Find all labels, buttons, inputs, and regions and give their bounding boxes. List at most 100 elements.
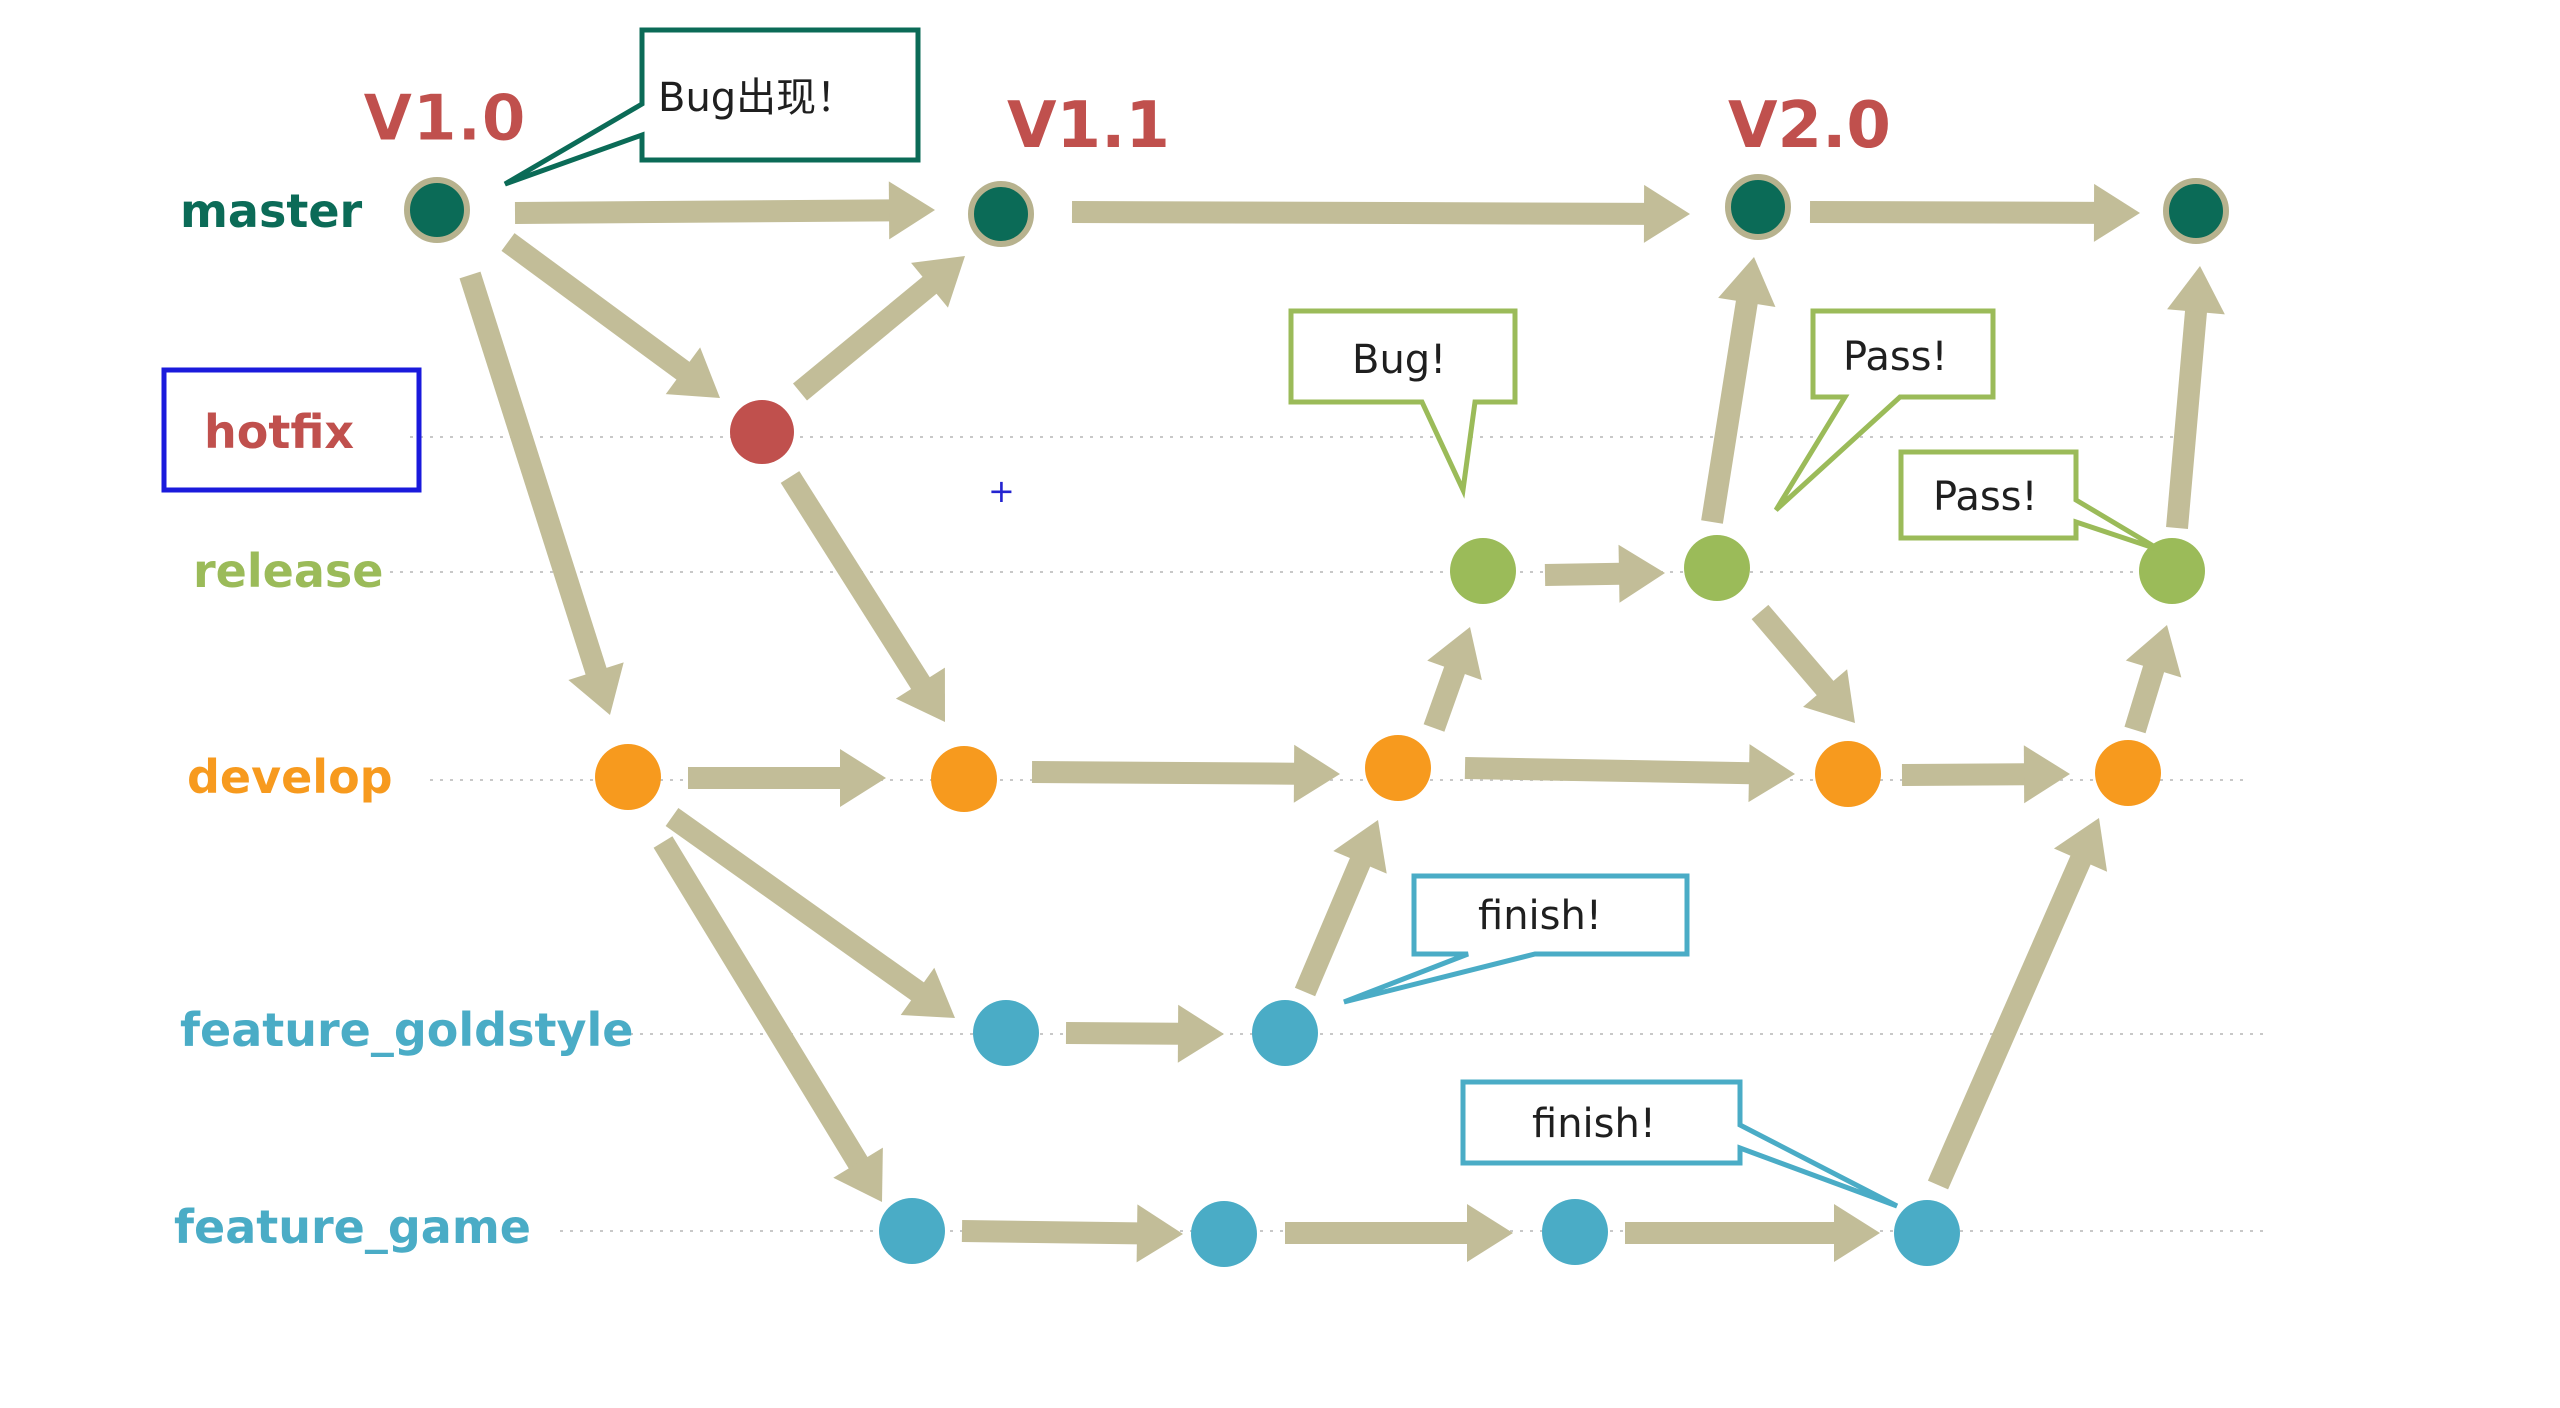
commit-arrows: [459, 181, 2225, 1263]
flow-arrow-head: [895, 667, 945, 722]
commit-nodes: [404, 174, 2229, 1267]
flow-arrow-shaft: [1809, 201, 2097, 224]
version-labels: V1.0 V1.1 V2.0: [363, 82, 1891, 164]
flow-arrow-head: [1643, 184, 1690, 243]
flow-arrow-shaft: [780, 471, 931, 691]
flow-arrow-shaft: [2166, 308, 2208, 529]
branch-label-release: release: [193, 544, 383, 598]
flow-arrow-head: [1834, 1204, 1880, 1262]
flow-arrow-shaft: [1544, 562, 1622, 586]
develop-commit-node: [595, 744, 661, 810]
callout-release-pass-1-text: Pass!: [1843, 334, 1948, 380]
flow-arrow-head: [840, 749, 886, 807]
flow-arrow-shaft: [665, 808, 926, 1002]
flow-arrow-head: [911, 256, 965, 308]
feature-game-commit-node: [1894, 1200, 1960, 1266]
release-commit-node: [2139, 538, 2205, 604]
master-commit-node: [968, 181, 1034, 247]
flow-arrow-head: [665, 347, 720, 398]
version-label-v2-0: V2.0: [1728, 89, 1891, 163]
version-label-v1-0: V1.0: [363, 82, 526, 156]
callout-goldstyle-finish-text: finish!: [1478, 893, 1602, 939]
feature-game-commit-node: [879, 1198, 945, 1264]
callout-game-finish: finish!: [1460, 1079, 1899, 1209]
branch-label-develop: develop: [187, 750, 393, 804]
callout-game-finish-bubble: [1460, 1079, 1899, 1209]
hotfix-label-box: [161, 367, 422, 493]
develop-commit-node: [1815, 741, 1881, 807]
flow-arrow-shaft: [1294, 856, 1371, 997]
flow-arrow-shaft: [793, 275, 939, 401]
flow-arrow-head: [888, 181, 935, 240]
flow-arrow-shaft: [2124, 663, 2165, 734]
develop-commit-node: [1365, 735, 1431, 801]
callout-bug-appears-bubble: [503, 27, 921, 187]
master-commit-node: [2163, 178, 2229, 244]
callout-game-finish-text: finish!: [1532, 1101, 1656, 1147]
branch-label-master: master: [180, 184, 363, 238]
flow-arrow-shaft: [1065, 1022, 1181, 1045]
flow-arrow-shaft: [1751, 604, 1835, 697]
callout-release-pass-1-bubble: [1773, 308, 1996, 512]
flow-arrow-head: [568, 662, 624, 715]
flow-arrow-head: [1136, 1204, 1183, 1263]
flow-arrow-head: [1803, 669, 1855, 723]
flow-arrow-head: [2023, 745, 2070, 804]
flow-arrow-shaft: [459, 271, 608, 677]
flow-arrow-shaft: [961, 1220, 1140, 1245]
callout-goldstyle-finish-bubble: [1343, 873, 1690, 1005]
feature-goldstyle-commit-node: [973, 1000, 1039, 1066]
callout-release-pass-2: Pass!: [1898, 449, 2162, 553]
flow-arrow-head: [1177, 1004, 1224, 1063]
flow-arrow-head: [2125, 625, 2182, 678]
flow-arrow-shaft: [653, 836, 869, 1171]
callout-release-bug: Bug!: [1288, 308, 1518, 499]
callout-release-bug-text: Bug!: [1352, 337, 1446, 383]
flow-arrow-shaft: [514, 199, 892, 224]
flow-arrow-shaft: [1031, 761, 1297, 785]
flow-arrow-head: [2093, 183, 2140, 242]
flow-arrow-head: [900, 967, 955, 1018]
flow-arrow-shaft: [501, 233, 692, 381]
flow-arrow-head: [1748, 744, 1795, 803]
flow-arrow-head: [1467, 1204, 1513, 1262]
master-commit-node: [404, 177, 470, 243]
flow-arrow-shaft: [1901, 763, 2027, 786]
callout-release-pass-2-bubble: [1898, 449, 2162, 553]
release-commit-node: [1684, 535, 1750, 601]
feature-goldstyle-commit-node: [1252, 1000, 1318, 1066]
callout-bug-appears-text: Bug出现！: [658, 75, 856, 121]
callout-release-pass-1: Pass!: [1773, 308, 1996, 512]
flow-arrow-head: [1293, 744, 1340, 803]
release-commit-node: [1450, 538, 1516, 604]
branch-label-hotfix: hotfix: [204, 405, 354, 459]
hotfix-commit-node: [730, 400, 794, 464]
version-label-v1-1: V1.1: [1007, 89, 1170, 163]
flow-arrow-shaft: [1927, 853, 2092, 1190]
callout-goldstyle-finish: finish!: [1343, 873, 1690, 1005]
branch-guide-lines: [390, 436, 2270, 1232]
flow-arrow-head: [2053, 818, 2108, 872]
flow-arrow-head: [1333, 820, 1387, 874]
flow-arrow-shaft: [1423, 664, 1466, 732]
flow-arrow-head: [833, 1147, 883, 1202]
branch-labels: master hotfix release develop feature_go…: [174, 184, 633, 1254]
feature-game-commit-node: [1191, 1201, 1257, 1267]
branch-label-feature-goldstyle: feature_goldstyle: [180, 1003, 633, 1057]
cursor-crosshair: +: [988, 472, 1015, 510]
callout-release-pass-2-text: Pass!: [1933, 474, 2038, 520]
callout-release-bug-bubble: [1288, 308, 1518, 499]
flow-arrow-head: [1618, 544, 1665, 603]
develop-commit-node: [931, 746, 997, 812]
develop-commit-node: [2095, 740, 2161, 806]
flow-arrow-head: [1718, 257, 1776, 307]
flow-arrow-head: [1427, 627, 1482, 681]
callout-bug-appears: Bug出现！: [503, 27, 921, 187]
branch-label-feature-game: feature_game: [174, 1200, 531, 1254]
feature-game-commit-node: [1542, 1199, 1608, 1265]
flow-arrow-head: [2167, 266, 2225, 315]
flow-arrow-shaft: [1071, 201, 1647, 225]
flow-arrow-shaft: [1701, 298, 1758, 524]
